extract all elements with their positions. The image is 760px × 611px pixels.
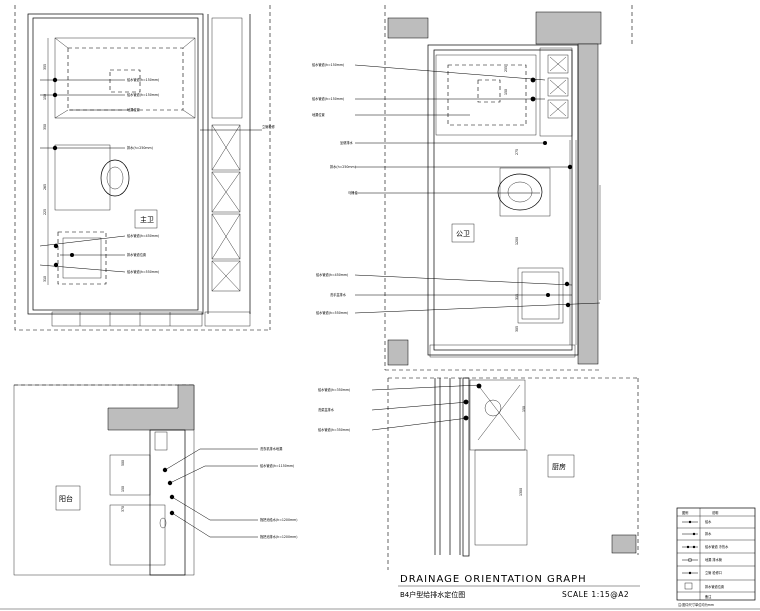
balcony-plan: 阳台 500 150 370 洗衣机排水地漏 给水管道(h=1150mm) 拖把… xyxy=(13,384,297,576)
drawing-scale: SCALE 1:15@A2 xyxy=(562,590,629,599)
dim-balcony-2: 370 xyxy=(121,506,125,512)
legend-row-3: 地漏 排水管 xyxy=(705,557,722,562)
left-anno-2: 地漏位置 xyxy=(127,107,140,112)
title-block: DRAINAGE ORIENTATION GRAPH B4户型给排水定位图 SC… xyxy=(398,574,640,599)
balcony-anno-0: 洗衣机排水地漏 xyxy=(260,446,282,451)
drawing-subtitle: B4户型给排水定位图 xyxy=(400,590,465,599)
left-anno-6: 排水管道位置 xyxy=(127,252,146,257)
right-anno-2: 地漏位置 xyxy=(312,112,325,117)
left-anno-0: 给水管道(h=150mm) xyxy=(127,77,159,82)
right-anno-7: 洗手盆排水 xyxy=(330,292,347,297)
right-anno-1: 给水管道(h=150mm) xyxy=(312,96,344,101)
legend-row-2: 给水管道 冷热水 xyxy=(705,544,729,549)
room-label-balcony: 阳台 xyxy=(59,494,73,503)
kitchen-anno-1: 洗菜盆排水 xyxy=(318,407,335,412)
dim-left-0: 355 xyxy=(43,64,47,70)
left-anno-1: 给水管道(h=150mm) xyxy=(127,92,159,97)
dim-right-2: 275 xyxy=(515,149,519,155)
legend-row-0: 给水 xyxy=(705,519,712,524)
room-label-main-bath-left: 主卫 xyxy=(140,215,154,224)
dim-left-5: 310 xyxy=(43,276,47,282)
legend-row-1: 排水 xyxy=(705,531,712,536)
dim-right-4: 315 xyxy=(515,294,519,300)
dim-right-0: 255 xyxy=(504,66,508,72)
right-anno-8: 给水管道(h=550mm) xyxy=(316,310,348,315)
left-top-plan: 主卫 355 150 350 265 225 310 给水管道(h=150mm)… xyxy=(14,5,276,331)
dim-right-5: 305 xyxy=(515,326,519,332)
dim-left-3: 265 xyxy=(43,184,47,190)
kitchen-anno-0: 给水管道(h=350mm) xyxy=(318,387,350,392)
dim-right-3: 1200 xyxy=(515,237,519,245)
dim-left-1: 150 xyxy=(43,94,47,100)
legend-table: 图例 说明 给水 排水 给水管道 冷热水 地漏 排水管 立管 检修口 排水管道位… xyxy=(676,507,756,607)
legend-header-0: 图例 xyxy=(682,510,688,515)
dim-right-1: 150 xyxy=(504,89,508,95)
left-anno-3: 立管检修 xyxy=(262,124,276,129)
drawing-title: DRAINAGE ORIENTATION GRAPH xyxy=(400,574,587,585)
kitchen-anno-2: 给水管道(h=350mm) xyxy=(318,427,350,432)
balcony-anno-3: 拖把池排水(h=1200mm) xyxy=(260,534,297,539)
legend-header-1: 说明 xyxy=(712,510,718,515)
dim-kitchen-0: 150 xyxy=(522,406,526,412)
legend-row-4: 立管 检修口 xyxy=(705,570,722,575)
right-anno-3: 坐便排水 xyxy=(340,140,354,145)
dim-left-2: 350 xyxy=(43,124,47,130)
left-anno-5: 给水管道(h=450mm) xyxy=(127,233,159,238)
balcony-anno-1: 给水管道(h=1150mm) xyxy=(260,463,294,468)
right-anno-5: 马桶位 xyxy=(348,190,358,195)
left-anno-7: 给水管道(h=550mm) xyxy=(127,269,159,274)
dim-kitchen-1: 1300 xyxy=(519,488,523,496)
dim-balcony-1: 150 xyxy=(121,486,125,492)
right-anno-4: 排水(h=250mm) xyxy=(330,164,356,169)
right-top-plan: 公卫 255 150 275 1200 315 305 给水管道(h=150mm… xyxy=(312,5,633,371)
legend-row-6: 备注 xyxy=(705,594,712,599)
dim-left-4: 225 xyxy=(43,209,47,215)
room-label-kitchen: 厨房 xyxy=(552,462,566,471)
balcony-anno-2: 拖把池给水(h=1200mm) xyxy=(260,517,297,522)
right-anno-6: 给水管道(h=450mm) xyxy=(316,272,348,277)
legend-row-5: 排水管道位置 xyxy=(705,584,724,589)
kitchen-plan: 厨房 150 1300 给水管道(h=350mm) 洗菜盆排水 给水管道(h=3… xyxy=(318,377,640,570)
room-label-main-bath-right: 公卫 xyxy=(456,230,470,238)
legend-footer-note: 注:图中尺寸单位均为mm xyxy=(678,602,714,607)
right-anno-0: 给水管道(h=150mm) xyxy=(312,62,344,67)
left-anno-4: 排水(h=250mm) xyxy=(127,145,153,150)
dim-balcony-0: 500 xyxy=(121,460,125,466)
